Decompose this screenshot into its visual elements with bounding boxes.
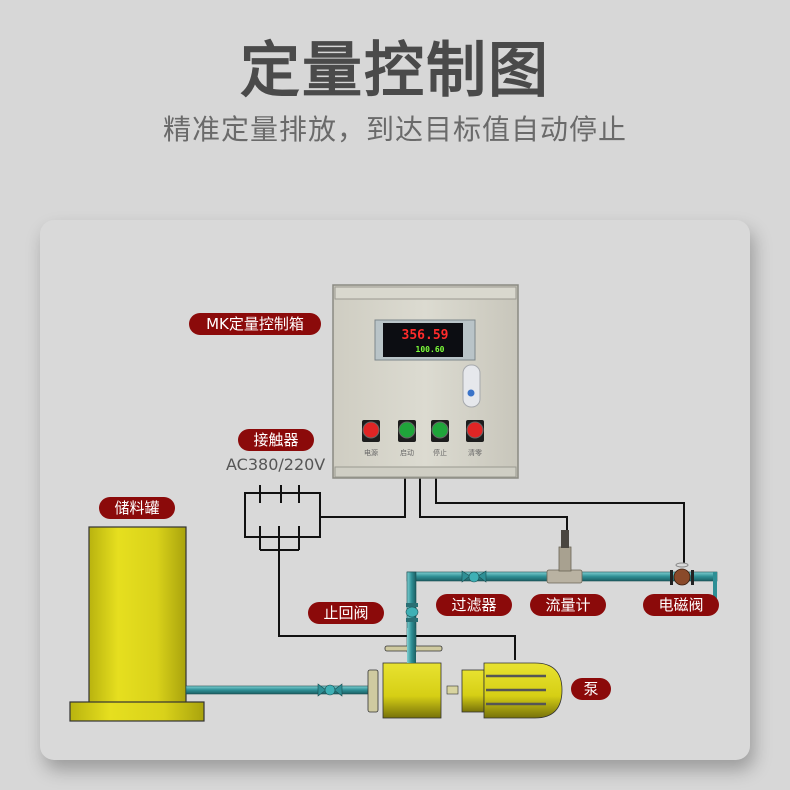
label-filter: 过滤器 bbox=[436, 594, 512, 616]
storage-tank bbox=[69, 526, 205, 722]
contactor-symbol bbox=[244, 485, 321, 551]
label-control-box: MK定量控制箱 bbox=[189, 313, 321, 335]
control-buttons: 电源 启动 停止 清零 bbox=[362, 420, 484, 457]
label-flowmeter: 流量计 bbox=[530, 594, 606, 616]
inlet-valve-icon bbox=[317, 683, 343, 697]
wiring bbox=[278, 478, 685, 660]
wire-contactor-to-pump bbox=[278, 545, 516, 660]
label-solenoid-valve: 电磁阀 bbox=[643, 594, 719, 616]
flowmeter-icon bbox=[546, 530, 583, 584]
button-power[interactable]: 电源 bbox=[362, 420, 380, 457]
label-check-valve: 止回阀 bbox=[308, 602, 384, 624]
page-title: 定量控制图 bbox=[240, 36, 550, 106]
pipes bbox=[185, 571, 718, 695]
button-reset[interactable]: 清零 bbox=[466, 420, 484, 457]
wire-box-to-flowmeter bbox=[419, 478, 568, 530]
svg-text:启动: 启动 bbox=[400, 448, 414, 457]
button-start[interactable]: 启动 bbox=[398, 420, 416, 457]
label-pump: 泵 bbox=[571, 678, 611, 700]
wire-box-to-solenoid bbox=[435, 478, 685, 563]
label-storage-tank: 储料罐 bbox=[99, 497, 175, 519]
page-subtitle: 精准定量排放，到达目标值自动停止 bbox=[162, 113, 627, 146]
display-primary-value: 356.59 bbox=[402, 328, 449, 343]
pump-icon bbox=[367, 628, 563, 719]
contactor-voltage: AC380/220V bbox=[226, 455, 326, 474]
wire-box-to-contactor bbox=[320, 478, 406, 518]
svg-text:停止: 停止 bbox=[433, 448, 447, 457]
svg-text:清零: 清零 bbox=[468, 448, 482, 457]
button-stop[interactable]: 停止 bbox=[431, 420, 449, 457]
display-secondary-value: 100.60 bbox=[416, 345, 445, 354]
svg-text:电源: 电源 bbox=[364, 448, 378, 457]
solenoid-valve-icon bbox=[670, 562, 694, 586]
filter-icon bbox=[461, 570, 487, 583]
label-contactor: 接触器 bbox=[238, 429, 314, 451]
control-box: 356.59 100.60 bbox=[332, 284, 519, 479]
door-handle bbox=[462, 364, 481, 408]
check-valve-icon bbox=[405, 603, 419, 622]
display-screen bbox=[383, 323, 463, 357]
